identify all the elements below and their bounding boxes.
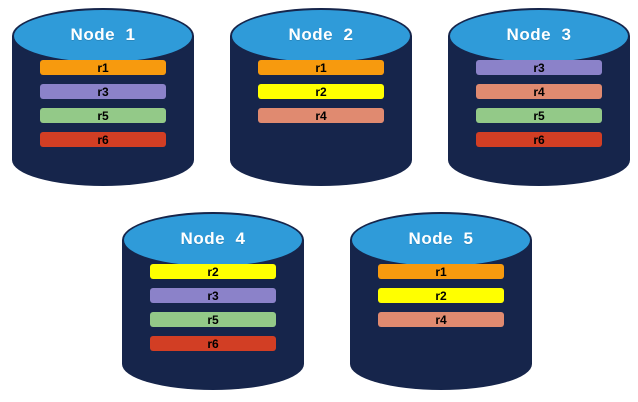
replica-bar[interactable]: r4 — [378, 312, 504, 327]
replica-bar[interactable]: r5 — [476, 108, 602, 123]
replica-bar[interactable]: r2 — [150, 264, 276, 279]
node-title: Node 3 — [506, 25, 572, 44]
replica-label: r4 — [533, 84, 545, 99]
replica-label: r4 — [315, 108, 327, 123]
replica-bar[interactable]: r1 — [40, 60, 166, 75]
replica-list: r1 r3 r5 r6 — [40, 60, 166, 147]
replica-label: r6 — [97, 132, 109, 147]
replica-label: r2 — [435, 288, 447, 303]
replica-label: r6 — [207, 336, 219, 351]
replica-label: r3 — [97, 84, 109, 99]
replica-label: r2 — [207, 264, 219, 279]
replica-bar[interactable]: r1 — [378, 264, 504, 279]
node-title: Node 1 — [70, 25, 136, 44]
replica-label: r3 — [533, 60, 545, 75]
replica-label: r1 — [435, 264, 447, 279]
replica-bar[interactable]: r3 — [476, 60, 602, 75]
replica-bar[interactable]: r4 — [476, 84, 602, 99]
replica-label: r5 — [97, 108, 109, 123]
replica-bar[interactable]: r5 — [150, 312, 276, 327]
replica-list: r2 r3 r5 r6 — [150, 264, 276, 351]
replica-label: r1 — [315, 60, 327, 75]
replica-bar[interactable]: r6 — [150, 336, 276, 351]
node-cylinder-1[interactable]: Node 1 r1 r3 r5 r6 — [12, 8, 194, 186]
replica-label: r4 — [435, 312, 447, 327]
replica-bar[interactable]: r3 — [40, 84, 166, 99]
replica-bar[interactable]: r3 — [150, 288, 276, 303]
replica-bar[interactable]: r2 — [378, 288, 504, 303]
replica-list: r1 r2 r4 — [378, 264, 504, 327]
cylinder-top-ellipse — [12, 8, 194, 64]
replica-bar[interactable]: r6 — [40, 132, 166, 147]
replica-label: r2 — [315, 84, 327, 99]
replica-label: r3 — [207, 288, 219, 303]
node-cylinder-4[interactable]: Node 4 r2 r3 r5 r6 — [122, 212, 304, 390]
replica-bar[interactable]: r5 — [40, 108, 166, 123]
replica-bar[interactable]: r6 — [476, 132, 602, 147]
cylinder-top-ellipse — [350, 212, 532, 268]
node-cylinder-5[interactable]: Node 5 r1 r2 r4 — [350, 212, 532, 390]
replica-list: r1 r2 r4 — [258, 60, 384, 123]
node-title: Node 4 — [180, 229, 246, 248]
replica-label: r1 — [97, 60, 109, 75]
node-cylinder-3[interactable]: Node 3 r3 r4 r5 r6 — [448, 8, 630, 186]
cylinder-top-ellipse — [230, 8, 412, 64]
replica-label: r5 — [207, 312, 219, 327]
replica-bar[interactable]: r2 — [258, 84, 384, 99]
replica-label: r5 — [533, 108, 545, 123]
replica-label: r6 — [533, 132, 545, 147]
replica-list: r3 r4 r5 r6 — [476, 60, 602, 147]
node-title: Node 5 — [408, 229, 474, 248]
replica-bar[interactable]: r4 — [258, 108, 384, 123]
node-title: Node 2 — [288, 25, 354, 44]
node-cylinder-2[interactable]: Node 2 r1 r2 r4 — [230, 8, 412, 186]
replica-bar[interactable]: r1 — [258, 60, 384, 75]
